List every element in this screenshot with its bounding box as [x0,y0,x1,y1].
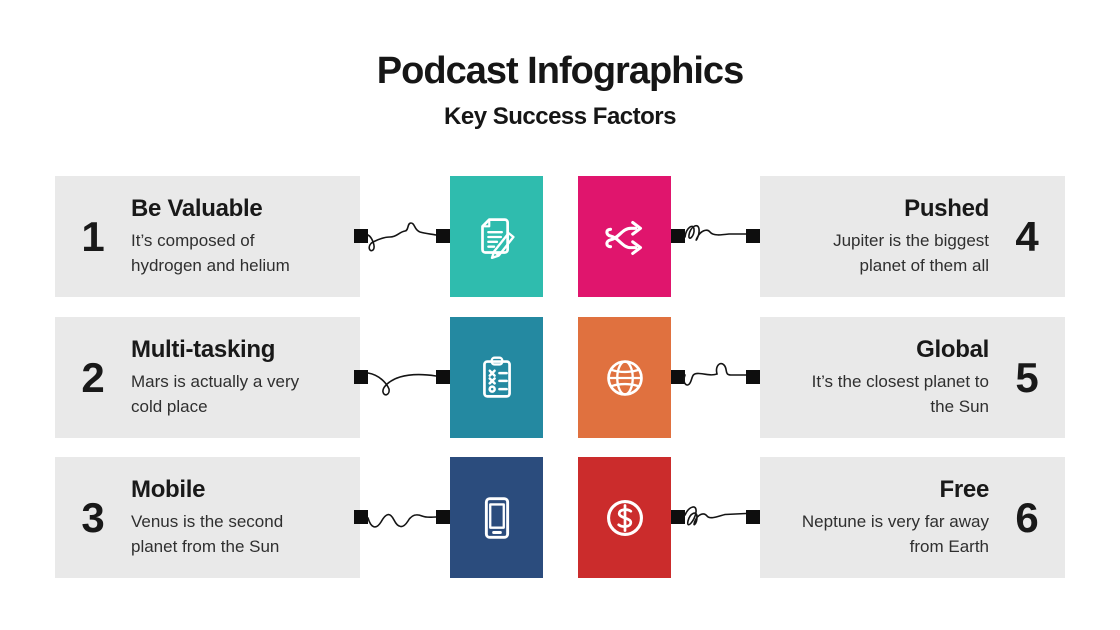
globe-icon [606,359,643,396]
icon-tile-globe [578,317,671,438]
icon-tile-dollar [578,457,671,578]
step-title-2: Multi-tasking [131,336,276,363]
connector-node [436,229,450,243]
connector-right-row2 [671,342,760,412]
step-description-6: Neptune is very far away from Earth [801,512,989,556]
icon-tile-checklist [450,317,543,438]
notes-pencil-icon [480,217,515,259]
dollar-coin-icon [606,499,643,536]
shuffle-icon [604,220,642,255]
step-text-1: Be Valuable It’s composed of hydrogen an… [131,195,360,278]
squiggle-line [354,222,450,252]
connector-node [746,370,760,384]
step-text-6: Free Neptune is very far away from Earth [760,476,989,559]
smartphone-icon [484,496,509,539]
step-number-2: 2 [81,353,105,401]
squiggle-line [671,362,760,386]
step-text-3: Mobile Venus is the second planet from t… [131,476,360,559]
connector-node [354,229,368,243]
connector-node [671,510,685,524]
step-title-4: Pushed [904,195,989,222]
connector-node [436,370,450,384]
info-card-6: Free Neptune is very far away from Earth… [760,457,1065,578]
step-title-1: Be Valuable [131,195,263,222]
step-description-5: It’s the closest planet to the Sun [811,372,989,416]
info-card-2: 2 Multi-tasking Mars is actually a very … [55,317,360,438]
connector-node [671,229,685,243]
connector-node [746,229,760,243]
step-description-2: Mars is actually a very cold place [131,372,300,416]
step-number-5: 5 [1015,353,1039,401]
step-number-3: 3 [81,493,105,541]
icon-tile-shuffle [578,176,671,297]
squiggle-line [671,224,760,243]
connector-node [746,510,760,524]
connector-left-row3 [354,482,450,552]
step-description-4: Jupiter is the biggest planet of them al… [833,231,989,275]
connector-node [354,370,368,384]
info-card-1: 1 Be Valuable It’s composed of hydrogen … [55,176,360,297]
info-card-4: Pushed Jupiter is the biggest planet of … [760,176,1065,297]
connector-right-row3 [671,482,760,552]
connector-left-row2 [354,342,450,412]
icon-tile-notes [450,176,543,297]
page-subtitle: Key Success Factors [444,103,676,130]
step-number-1: 1 [81,212,105,260]
step-number-6: 6 [1015,493,1039,541]
page-title: Podcast Infographics [376,50,744,92]
checklist-clipboard-icon [482,356,511,398]
step-title-5: Global [916,336,989,363]
connector-node [354,510,368,524]
step-title-6: Free [939,476,990,503]
squiggle-line [354,370,450,396]
step-number-4: 4 [1015,212,1039,260]
step-title-3: Mobile [131,476,206,503]
icon-tile-smartphone [450,457,543,578]
squiggle-line [354,510,450,528]
info-card-5: Global It’s the closest planet to the Su… [760,317,1065,438]
connector-node [671,370,685,384]
connector-left-row1 [354,201,450,271]
step-text-4: Pushed Jupiter is the biggest planet of … [760,195,989,278]
step-description-3: Venus is the second planet from the Sun [131,512,284,556]
squiggle-line [671,506,760,526]
step-text-2: Multi-tasking Mars is actually a very co… [131,336,360,419]
connector-right-row1 [671,201,760,271]
connector-node [436,510,450,524]
info-card-3: 3 Mobile Venus is the second planet from… [55,457,360,578]
step-text-5: Global It’s the closest planet to the Su… [760,336,990,419]
step-description-1: It’s composed of hydrogen and helium [131,231,290,275]
